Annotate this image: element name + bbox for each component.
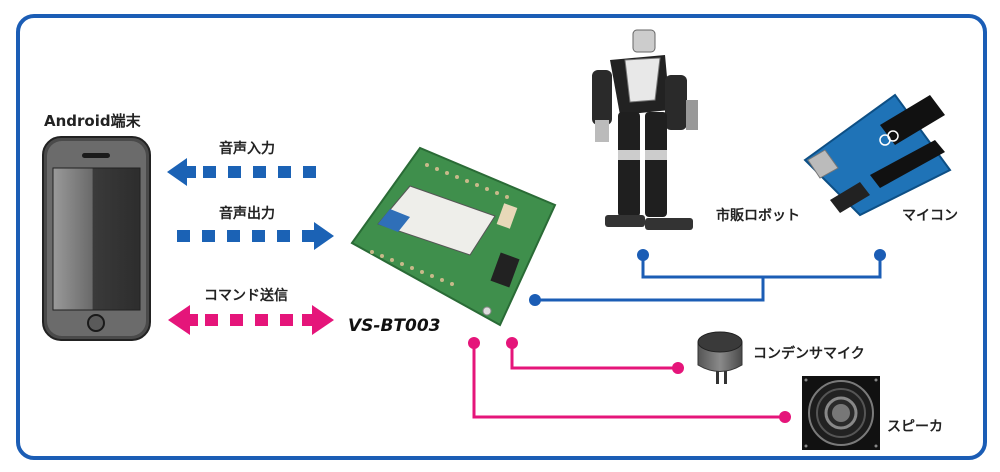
device-connection-lines (535, 255, 882, 302)
bluetooth-module-board-icon (350, 146, 557, 327)
audio-input-arrow (167, 158, 316, 186)
module-label: VS-BT003 (348, 316, 441, 336)
condenser-mic-label: コンデンサマイク (753, 346, 865, 362)
device-connection-dots (529, 249, 886, 306)
audio-output-label: 音声出力 (219, 206, 275, 222)
audio-input-label: 音声入力 (219, 141, 275, 157)
android-label: Android端末 (44, 112, 141, 130)
audio-connection-dots (468, 337, 791, 423)
smartphone-icon (42, 136, 151, 341)
microcontroller-label: マイコン (902, 208, 958, 224)
humanoid-robot-icon (592, 29, 698, 230)
speaker-label: スピーカ (887, 419, 943, 435)
diagram-frame (16, 14, 987, 460)
command-send-label: コマンド送信 (204, 288, 288, 304)
audio-connection-lines (472, 343, 785, 419)
audio-output-arrow (177, 222, 334, 250)
speaker-icon (802, 376, 880, 450)
condenser-mic-icon (697, 331, 743, 384)
command-send-arrow (168, 305, 334, 335)
arduino-board-icon (803, 93, 952, 217)
robot-label: 市販ロボット (716, 208, 800, 224)
